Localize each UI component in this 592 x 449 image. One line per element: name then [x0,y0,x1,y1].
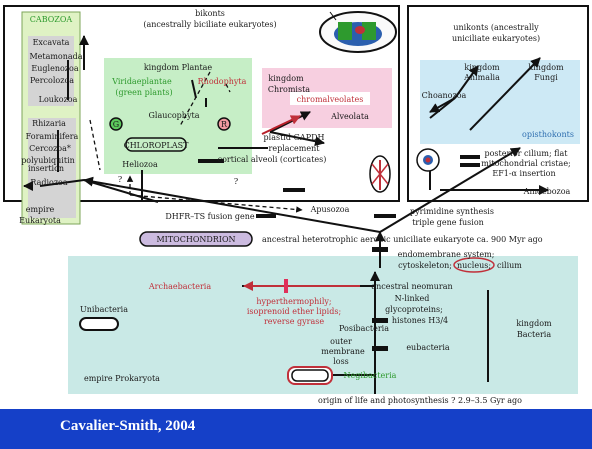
reverse-gyrase-label: reverse gyrase [264,317,324,326]
gapdh-replacement-label: replacement [269,144,321,153]
mitochondrion-label: MITOCHONDRION [156,235,235,244]
foraminifera-label: Foraminifera [26,132,79,141]
tree-branches [23,35,549,394]
plastid-gapdh-icon [369,155,391,193]
amoebozoa-label: Amoebozoa [523,187,571,196]
empire-eukaryota-label: empire [26,205,55,214]
bacteria-label: Bacteria [517,330,551,339]
rhodophyta-label: Rhodophyta [198,77,247,86]
radiozoa-label: Radiozoa [30,178,68,187]
percolozoa-label: Percolozoa [30,76,74,85]
nucleus-label: nucleus; [457,261,491,270]
ancestral-eukaryote-label: ancestral heterotrophic aerobic unicilia… [262,235,543,244]
g-marker-circle [109,117,123,131]
eukaryote-cell-illustration [319,11,397,53]
archaebacteria-label: Archaebacteria [148,282,211,291]
chromista-label: Chromista [268,85,310,94]
cortical-alveoli-label: cortical alveoli (corticates) [218,155,327,164]
dhfr-ts-label: DHFR–TS fusion gene [165,212,255,221]
euglenozoa-label: Euglenozoa [31,64,78,73]
dashed-branches [89,71,303,213]
posibacteria-label: Posibacteria [339,324,389,333]
heliozoa-label: Heliozoa [122,160,158,169]
kingdom-plantae-label: kingdom Plantae [144,63,213,72]
unibacteria-cell-icon [79,317,119,331]
polyubiquitin-label: polyubiquitin [21,156,75,165]
opisthokonts-label: opisthokonts [522,130,574,139]
chloroplast-pill [125,137,187,152]
isoprenoid-lipids-label: isoprenoid ether lipids; [247,307,341,316]
glycoproteins-label: glycoproteins; [385,305,443,314]
plastid-gapdh-label: plastid GAPDH [264,133,325,142]
plastid-branch [261,115,301,135]
loukozoa-label: Loukozoa [39,95,78,104]
triple-gene-fusion-label: triple gene fusion [412,218,484,227]
unibacteria-label: Unibacteria [80,305,128,314]
cytoskeleton-label: cytoskeleton; [398,261,452,270]
membrane-label: membrane [321,347,365,356]
rhizaria-label: Rhizaria [32,119,66,128]
citation-text: Cavalier-Smith, 2004 [60,418,196,434]
archaea-tick [284,279,288,293]
ancestral-neomuran-label: ancestral neomuran [371,282,452,291]
histones-label: histones H3/4 [392,316,448,325]
rhizaria-box [28,118,76,218]
choanozoa-label: Choanozoa [422,91,467,100]
fungi-label: Fungi [534,73,558,82]
animalia-label: Animalia [463,73,500,82]
unikonts-subtitle: uniciliate eukaryotes) [452,34,540,43]
endomembrane-label: endomembrane system; [398,250,495,259]
kingdom-chromista-label: kingdom [268,74,304,83]
excavata-label: Excavata [33,38,70,47]
outer-label: outer [330,337,352,346]
plantae-panel [104,58,252,174]
glaucophyta-label: Glaucophyta [149,111,200,120]
green-plants-label: (green plants) [115,88,172,97]
pyrimidine-synthesis-label: pyrimidine synthesis [410,207,494,216]
loss-label: loss [333,357,349,366]
unikont-cell-icon [416,148,440,172]
nucleus-highlight [453,257,495,273]
r-marker-label: R [221,120,228,129]
chloroplast-label: CHLOROPLAST [124,141,190,150]
n-linked-label: N-linked [395,294,430,303]
r-marker-circle [217,117,231,131]
ef1a-insertion-label: EF1-α insertion [492,169,555,178]
cilium-label: cilium [497,261,522,270]
kingdom-fungi-label: kingdom [528,63,564,72]
cercozoa-label: Cercozoa* [29,144,71,153]
kingdom-bacteria-label: kingdom [516,319,552,328]
viridaeplantae-label: Viridaeplantae [111,77,172,86]
eubacteria-label: eubacteria [406,343,450,352]
cabozoa-label: CABOZOA [30,15,73,24]
origin-of-life-label: origin of life and photosynthesis ? 2.9–… [318,396,522,405]
mitochondrial-cristae-label: mitochondrial cristae; [481,159,571,168]
g-marker-label: G [113,120,119,129]
posterior-cilium-label: posterior cilium; flat [484,149,568,158]
chromalveolates-box [290,92,370,105]
apusozoa-label: Apusozoa [310,205,350,214]
metamonada-label: Metamonada [29,52,82,61]
polyubiquitin-insertion-label: insertion [28,164,64,173]
alveolata-label: Alveolata [330,112,369,121]
question-mark-heliozoa: ? [118,175,122,184]
event-ticks [198,155,480,351]
hyperthermophily-label: hyperthermophily; [256,297,331,306]
chromalveolates-label: chromalveolates [297,95,364,104]
eukaryota-label: Eukaryota [19,216,61,225]
unikonts-label: unikonts (ancestrally [453,23,539,32]
question-mark-apusozoa: ? [234,177,238,186]
unikont-frame [407,5,589,202]
negibacteria-label: Negibacteria [344,371,397,380]
tree-of-life-diagram: CABOZOA Excavata Metamonada Euglenozoa P… [3,5,589,405]
bikonts-label: bikonts [195,9,225,18]
citation-banner: Cavalier-Smith, 2004 [0,409,592,449]
mitochondrion-pill [139,231,253,247]
empire-prokaryota-label: empire Prokaryota [84,374,160,383]
excavata-box [28,36,74,106]
kingdom-animalia-label: kingdom [464,63,500,72]
bikonts-subtitle: (ancestrally biciliate eukaryotes) [143,20,276,29]
negibacteria-cell-inner [291,369,329,382]
